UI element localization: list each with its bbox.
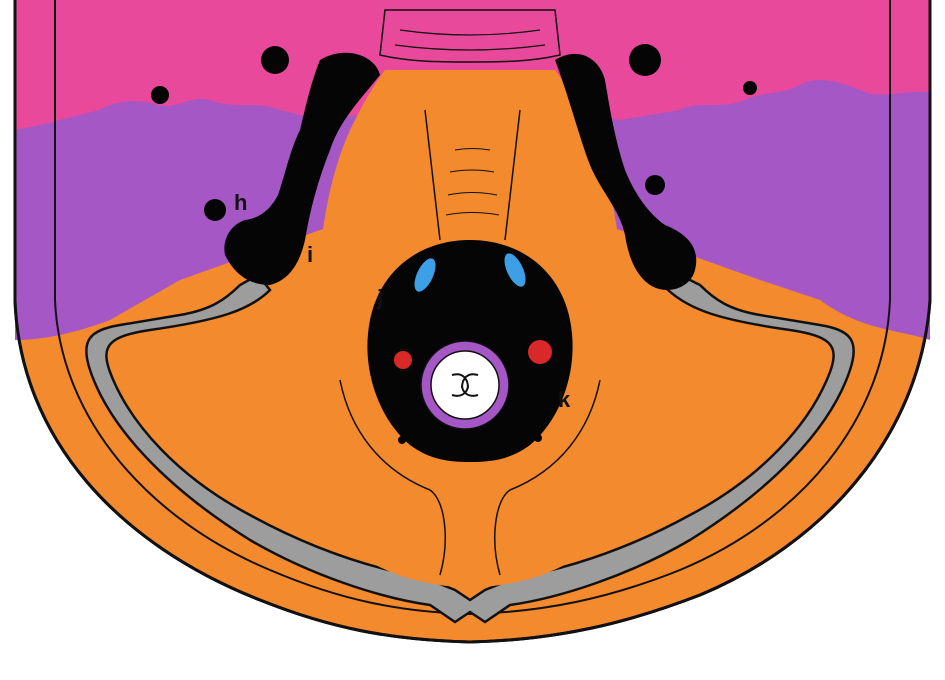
dot-bottom-right bbox=[534, 434, 542, 442]
sella-cap bbox=[380, 10, 560, 62]
dot-j bbox=[388, 321, 396, 329]
label-i: i bbox=[307, 242, 313, 267]
dot-right-mid bbox=[645, 175, 665, 195]
label-j: j bbox=[376, 285, 383, 310]
dot-right-j bbox=[551, 314, 559, 322]
dot-top-left-2 bbox=[151, 86, 169, 104]
red-vessel-left bbox=[394, 351, 412, 369]
label-k: k bbox=[558, 387, 571, 412]
label-h: h bbox=[234, 190, 247, 215]
dot-h-left bbox=[204, 199, 226, 221]
dot-top-left-1 bbox=[261, 46, 289, 74]
dot-bottom-left bbox=[398, 436, 406, 444]
red-vessel-right bbox=[528, 340, 552, 364]
dot-top-right-2 bbox=[743, 81, 757, 95]
white-canal bbox=[431, 351, 499, 419]
dot-top-right-1 bbox=[629, 44, 661, 76]
